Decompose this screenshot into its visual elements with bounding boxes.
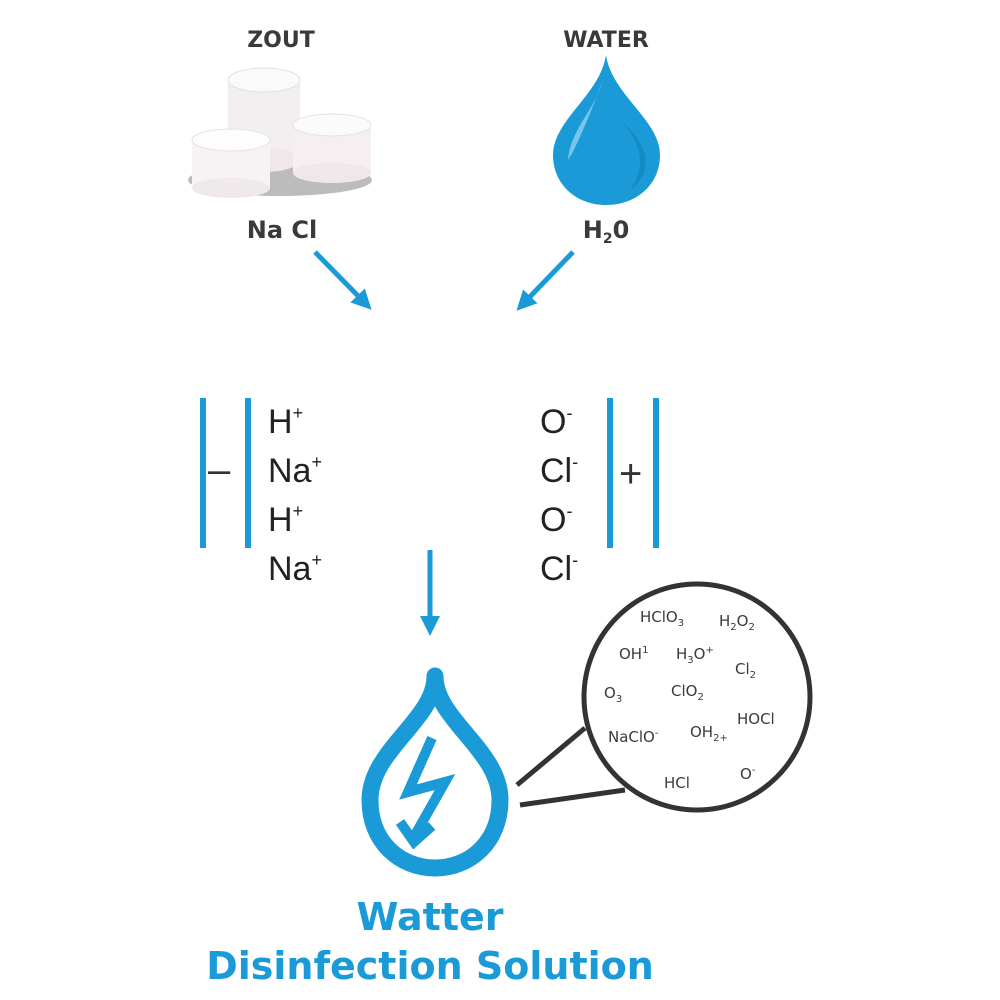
- anode-ions: O- Cl- O- Cl-: [540, 393, 578, 589]
- result-title-line1: Watter: [356, 895, 504, 939]
- compound: O-: [740, 765, 756, 783]
- arrow-salt: [313, 250, 372, 310]
- ion: Cl-: [540, 550, 579, 588]
- ion: Na+: [268, 452, 322, 490]
- negative-sign: –: [208, 448, 231, 492]
- disinfection-drop-icon: [361, 667, 509, 877]
- compound: OH1: [619, 645, 649, 663]
- compound: H2O2: [719, 612, 755, 633]
- magnifier-callout: [515, 581, 813, 813]
- ion: Na+: [268, 550, 322, 588]
- compound: HCl: [664, 774, 690, 792]
- compound: HClO3: [640, 608, 685, 629]
- salt-formula: Na Cl: [246, 216, 318, 244]
- compound: OH2+: [690, 723, 728, 744]
- ion: Cl-: [540, 452, 579, 490]
- result-title-line2: Disinfection Solution: [206, 944, 654, 988]
- compound: H3O+: [676, 645, 714, 666]
- ion: O-: [540, 501, 573, 539]
- salt-icon: [188, 67, 372, 198]
- compound: O3: [604, 684, 623, 705]
- arrow-water: [516, 250, 575, 311]
- water-drop-icon: [553, 55, 660, 205]
- ion: H+: [268, 403, 304, 441]
- positive-sign: +: [619, 452, 643, 496]
- electrode-plates: [200, 398, 659, 548]
- ion: O-: [540, 403, 573, 441]
- compound: NaClO-: [608, 728, 659, 746]
- ion: H+: [268, 501, 304, 539]
- compound: ClO2: [671, 682, 704, 703]
- compound: HOCl: [737, 710, 775, 728]
- salt-header: ZOUT: [247, 28, 315, 53]
- water-header: WATER: [563, 28, 649, 53]
- cathode-ions: H+ Na+ H+ Na+: [268, 393, 322, 589]
- compound: Cl2: [735, 660, 757, 681]
- water-formula: H20: [582, 216, 630, 247]
